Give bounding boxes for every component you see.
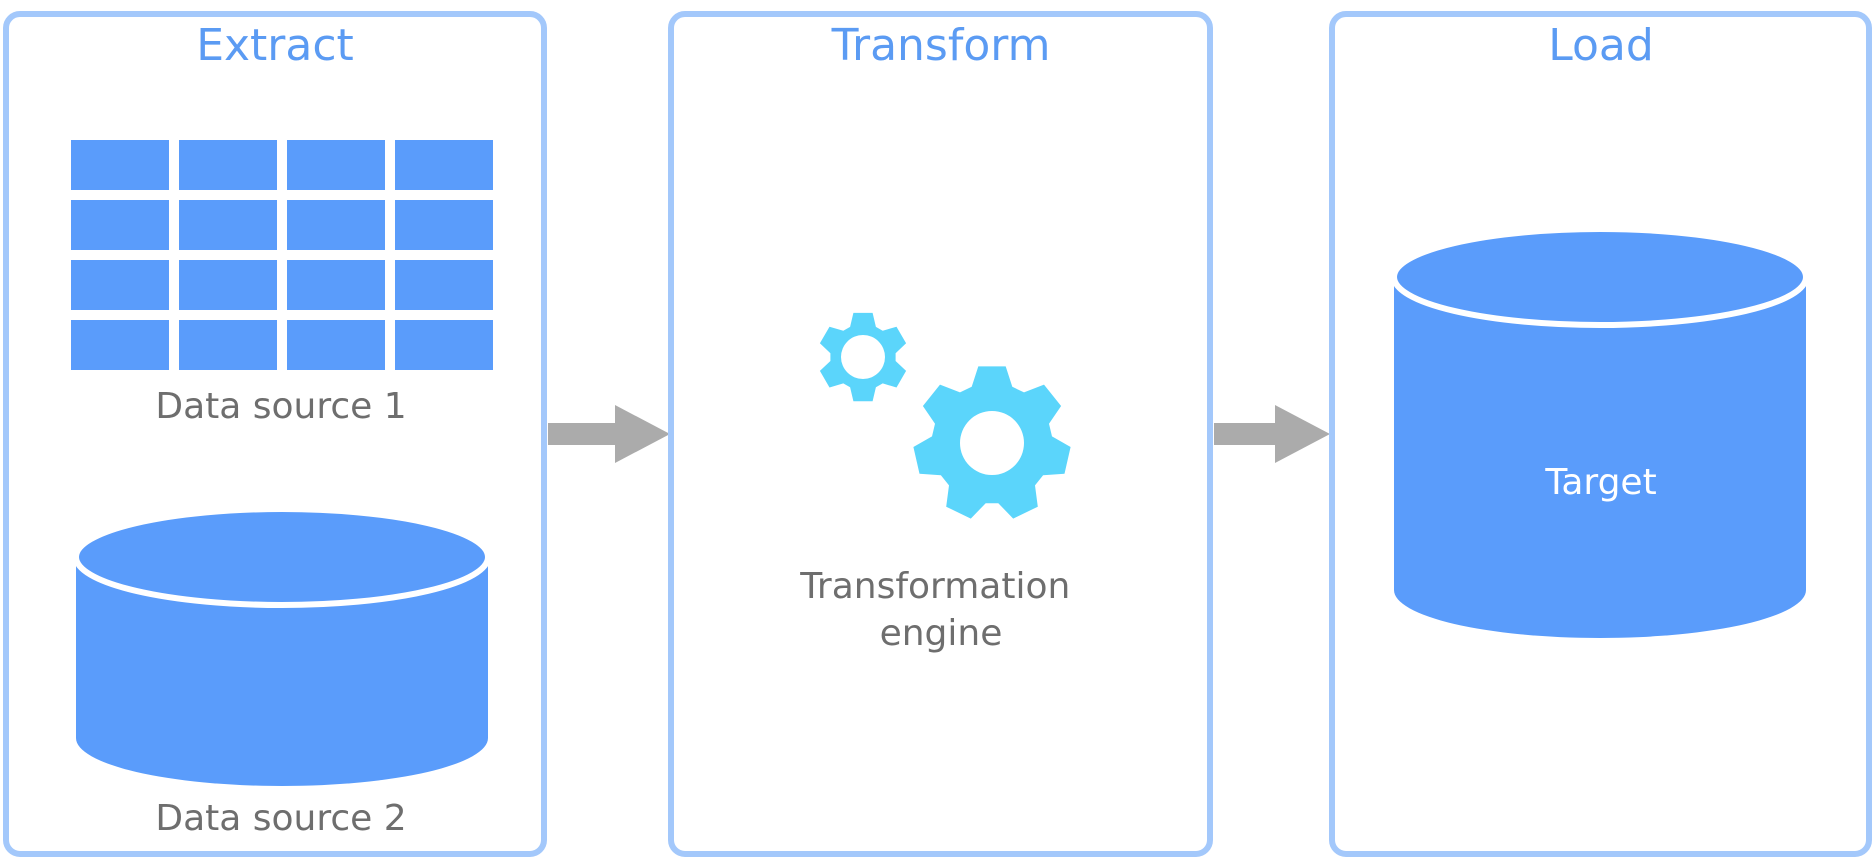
large-gear-icon: [913, 366, 1071, 519]
database-cylinder-icon: [73, 506, 491, 786]
table-cell: [71, 260, 169, 310]
flow-arrow-transform-to-load: [1214, 405, 1330, 463]
gears-icon: [819, 312, 1071, 519]
table-cell: [395, 200, 493, 250]
table-cell: [395, 140, 493, 190]
small-gear-icon: [819, 312, 907, 402]
table-cell: [287, 260, 385, 310]
load-panel: Load Target: [1329, 11, 1872, 857]
table-cell: [179, 320, 277, 370]
transform-panel: Transform Transformation engine: [668, 11, 1213, 857]
small-gear-shape: [819, 312, 907, 402]
table-cell: [179, 200, 277, 250]
table-cell: [287, 320, 385, 370]
table-cell: [71, 320, 169, 370]
table-cell: [71, 140, 169, 190]
cylinder-top: [73, 506, 491, 608]
cylinder-body: [76, 557, 488, 786]
cylinder-body: [1394, 277, 1806, 638]
extract-panel: Extract Data source 1 Data sour: [3, 11, 547, 857]
table-cell: [179, 140, 277, 190]
flow-arrow-extract-to-transform: [548, 405, 670, 463]
table-cell: [395, 320, 493, 370]
data-source-2-label: Data source 2: [155, 798, 406, 839]
transform-title: Transform: [831, 20, 1051, 71]
target-label: Target: [1544, 462, 1656, 503]
table-cell: [287, 140, 385, 190]
extract-title: Extract: [196, 20, 354, 71]
table-grid-icon: [71, 140, 493, 370]
table-cell: [179, 260, 277, 310]
large-gear-shape: [913, 366, 1071, 519]
database-cylinder-icon: [1391, 226, 1809, 638]
cylinder-top: [1391, 226, 1809, 328]
load-title: Load: [1548, 20, 1654, 71]
data-source-1-label: Data source 1: [155, 386, 406, 427]
table-cell: [287, 200, 385, 250]
transformation-engine-label-line1: Transformation: [799, 566, 1070, 607]
transformation-engine-label: Transformation engine: [799, 566, 1082, 654]
transformation-engine-label-line2: engine: [880, 613, 1003, 654]
table-cell: [395, 260, 493, 310]
table-cell: [71, 200, 169, 250]
